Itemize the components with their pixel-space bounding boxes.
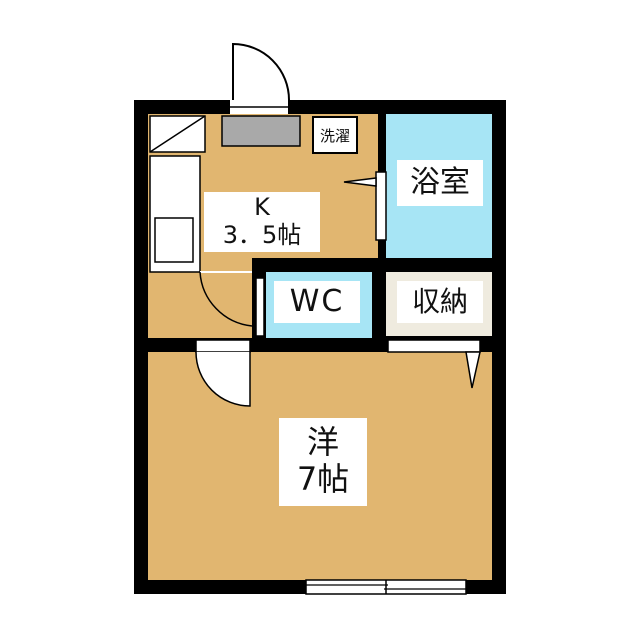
wall-kitchen-bath-lower: [378, 240, 386, 272]
washer-space: [312, 116, 358, 154]
wall-wc-storage: [372, 258, 386, 352]
wall-kitchen-wc-top: [252, 258, 386, 272]
entrance-floor-diagonal: [149, 115, 206, 153]
kitchen-label-size: 3．5帖: [222, 220, 302, 249]
bathroom-door-swing: [343, 177, 377, 187]
bathroom-label: 浴室: [397, 160, 483, 206]
kitchen-label-name: K: [254, 193, 270, 221]
kitchen-door-arc: [199, 271, 253, 327]
storage-door-swing: [465, 351, 481, 389]
wc-door-opening: [255, 277, 265, 337]
western-room-label-name: 洋: [306, 423, 339, 461]
storage-door-opening: [387, 339, 481, 353]
washer-label: 洗濯: [319, 127, 350, 145]
western-room-label-size: 7帖: [296, 459, 350, 498]
shoe-cabinet: [221, 115, 301, 147]
wall-bath-storage: [378, 258, 506, 272]
western-door-swing: [195, 351, 251, 407]
kitchen-label: K 3．5帖: [204, 192, 320, 252]
storage-label: 収納: [397, 281, 483, 323]
kitchen-sink: [154, 217, 194, 263]
entrance-door-swing: [232, 42, 290, 101]
western-room-label: 洋 7帖: [279, 418, 367, 506]
wc-label: WC: [274, 281, 360, 323]
wall-kitchen-bath: [378, 100, 386, 172]
bathroom-door-opening: [375, 171, 387, 241]
western-door-opening: [195, 339, 251, 353]
